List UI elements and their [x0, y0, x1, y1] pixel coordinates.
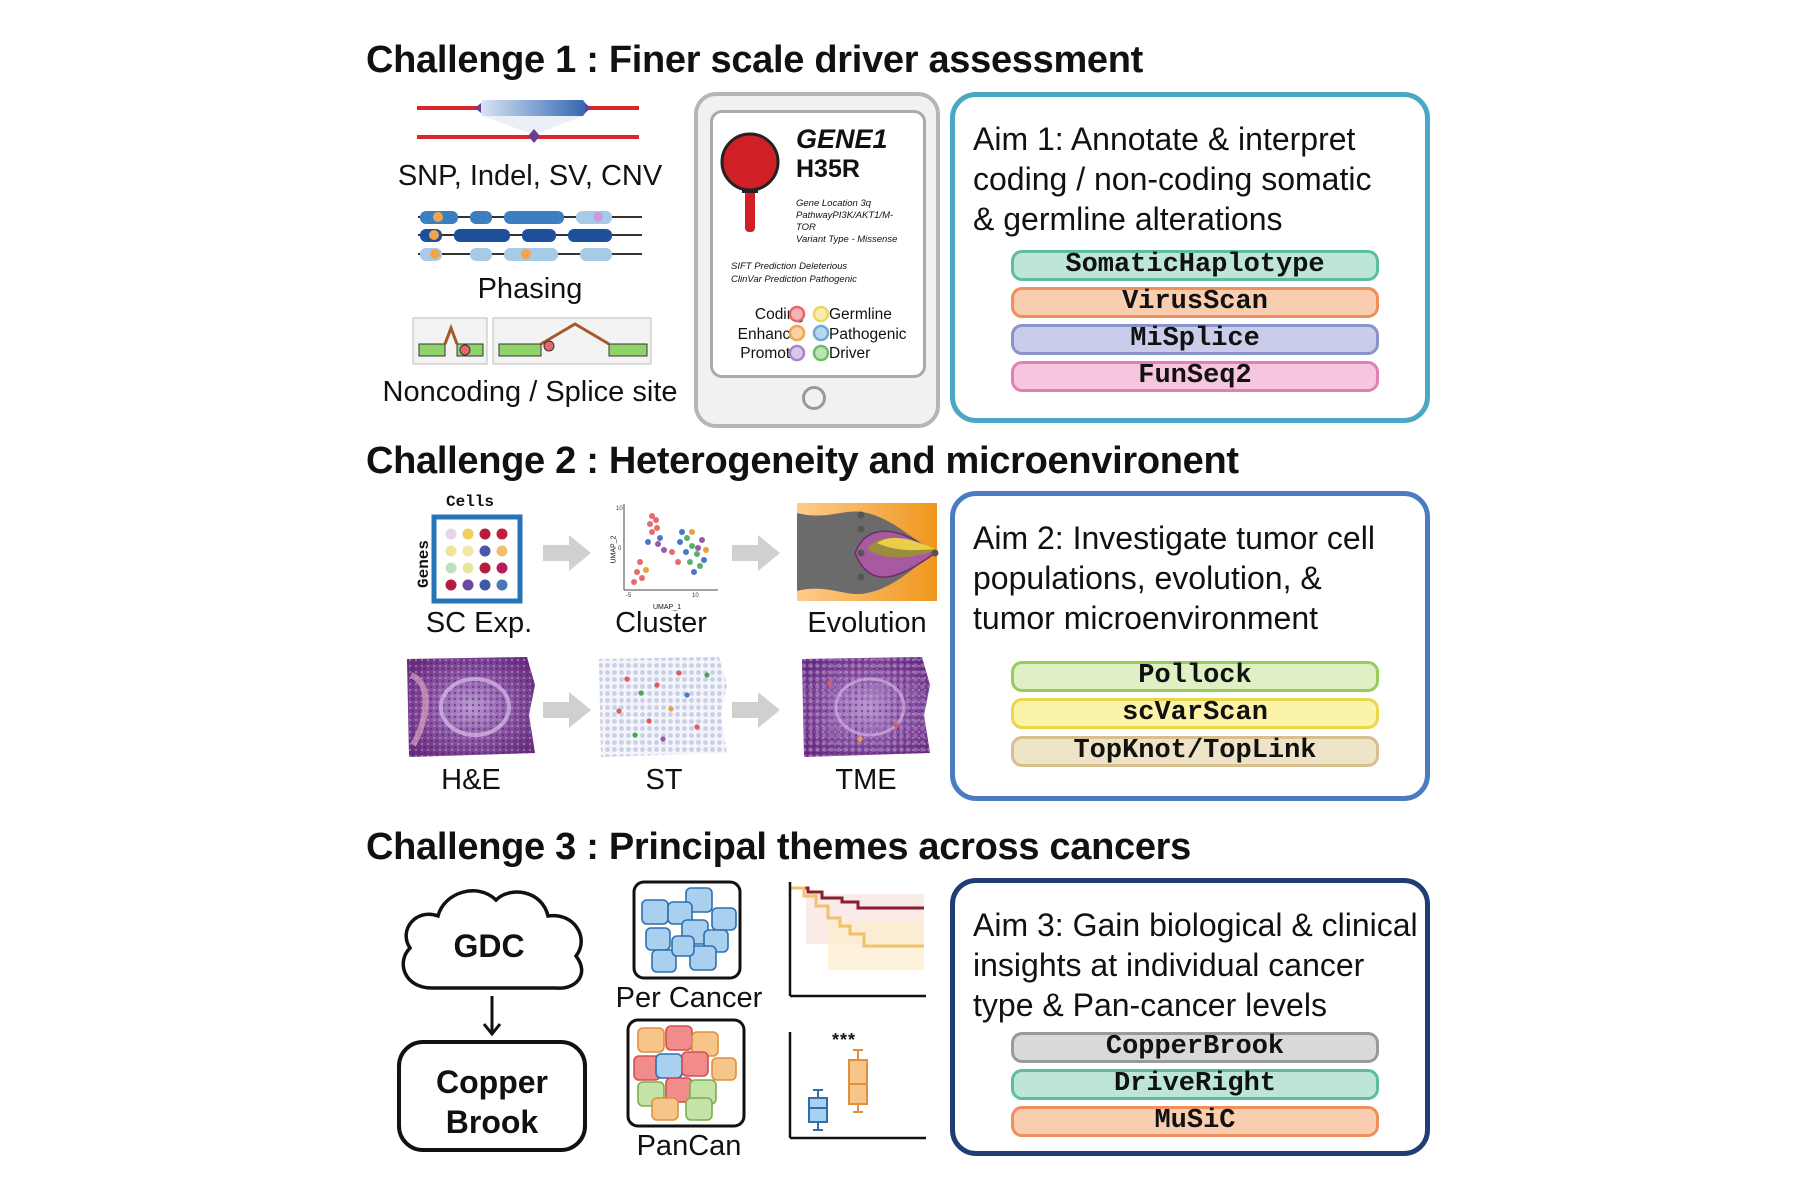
evolution-fish-plot — [797, 503, 939, 601]
per-cancer-label: Per Cancer — [615, 982, 763, 1014]
arrow-icon — [732, 692, 780, 728]
evolution-label: Evolution — [807, 607, 927, 639]
he-tissue-image — [407, 657, 535, 757]
survival-plot — [788, 882, 926, 998]
lollipop-icon — [720, 132, 780, 232]
legend-dots — [788, 305, 830, 362]
arrow-down-icon — [482, 996, 502, 1037]
copperbrook-label: Copper Brook — [436, 1064, 548, 1140]
boxplot-chart — [788, 1032, 926, 1140]
splice-illustration — [412, 317, 652, 365]
arrow-icon — [543, 535, 591, 571]
tool-funseq2: FunSeq2 — [1011, 361, 1379, 392]
tool-scvarscan: scVarScan — [1011, 698, 1379, 729]
svg-text:10: 10 — [692, 593, 699, 599]
snp-label: SNP, Indel, SV, CNV — [397, 160, 663, 192]
svg-text:0: 0 — [618, 546, 622, 552]
sc-exp-label: SC Exp. — [425, 607, 533, 639]
predictions: SIFT Prediction Deleterious ClinVar Pred… — [731, 261, 857, 285]
tme-overlay-image — [802, 657, 930, 757]
significance-stars: *** — [832, 1030, 857, 1050]
tool-virusscan: VirusScan — [1011, 287, 1379, 318]
arrow-icon — [732, 535, 780, 571]
umap-y-label: UMAP_2 — [610, 535, 618, 564]
legend-enhancer: Enhancer — [737, 325, 804, 343]
gdc-cloud-icon — [401, 889, 584, 990]
he-label: H&E — [441, 764, 501, 796]
tool-driveright: DriveRight — [1011, 1069, 1379, 1100]
legend-driver: Driver — [829, 345, 871, 362]
copperbrook-box — [397, 1040, 587, 1152]
matrix-cells-label: Cells — [446, 493, 495, 511]
st-label: ST — [645, 764, 683, 796]
svg-text:-5: -5 — [626, 593, 632, 599]
challenge-2-title: Challenge 2 : Heterogeneity and microenv… — [366, 440, 1239, 482]
legend-right: Germline Pathogenic Driver — [829, 305, 907, 364]
legend-pathogenic: Pathogenic — [829, 325, 907, 343]
challenge-3-title: Challenge 3 : Principal themes across ca… — [366, 826, 1191, 868]
per-cancer-icon — [632, 880, 742, 980]
legend-germline: Germline — [829, 306, 892, 323]
sc-expression-matrix — [431, 514, 523, 604]
phasing-illustration — [418, 211, 642, 261]
matrix-genes-label: Genes — [415, 539, 434, 589]
gene-details: Gene Location 3q PathwayPI3K/AKT1/M- TOR… — [796, 198, 898, 245]
pancan-label: PanCan — [636, 1130, 742, 1162]
gene-name: GENE1 — [796, 124, 888, 154]
variant-name: H35R — [796, 155, 860, 183]
tool-copperbrook: CopperBrook — [1011, 1032, 1379, 1063]
home-button-icon — [802, 386, 826, 410]
umap-cluster-plot: 10 0 -5 10 — [616, 504, 718, 599]
gdc-label: GDC — [453, 928, 525, 964]
legend-promoter: Promoter — [740, 345, 804, 362]
umap-x-label: UMAP_1 — [653, 604, 682, 611]
tool-misplice: MiSplice — [1011, 324, 1379, 355]
tool-somatichaplotype: SomaticHaplotype — [1011, 250, 1379, 281]
sv-illustration — [417, 100, 639, 143]
st-spot-image — [599, 657, 727, 757]
tool-pollock: Pollock — [1011, 661, 1379, 692]
pancan-icon — [626, 1018, 746, 1128]
tool-music: MuSiC — [1011, 1106, 1379, 1137]
tme-label: TME — [835, 764, 897, 796]
arrow-icon — [543, 692, 591, 728]
svg-text:10: 10 — [616, 506, 623, 512]
phasing-label: Phasing — [477, 273, 583, 305]
cluster-label: Cluster — [615, 607, 707, 639]
noncoding-label: Noncoding / Splice site — [382, 376, 678, 408]
tool-topknot-toplink: TopKnot/TopLink — [1011, 736, 1379, 767]
challenge-1-title: Challenge 1 : Finer scale driver assessm… — [366, 39, 1144, 81]
